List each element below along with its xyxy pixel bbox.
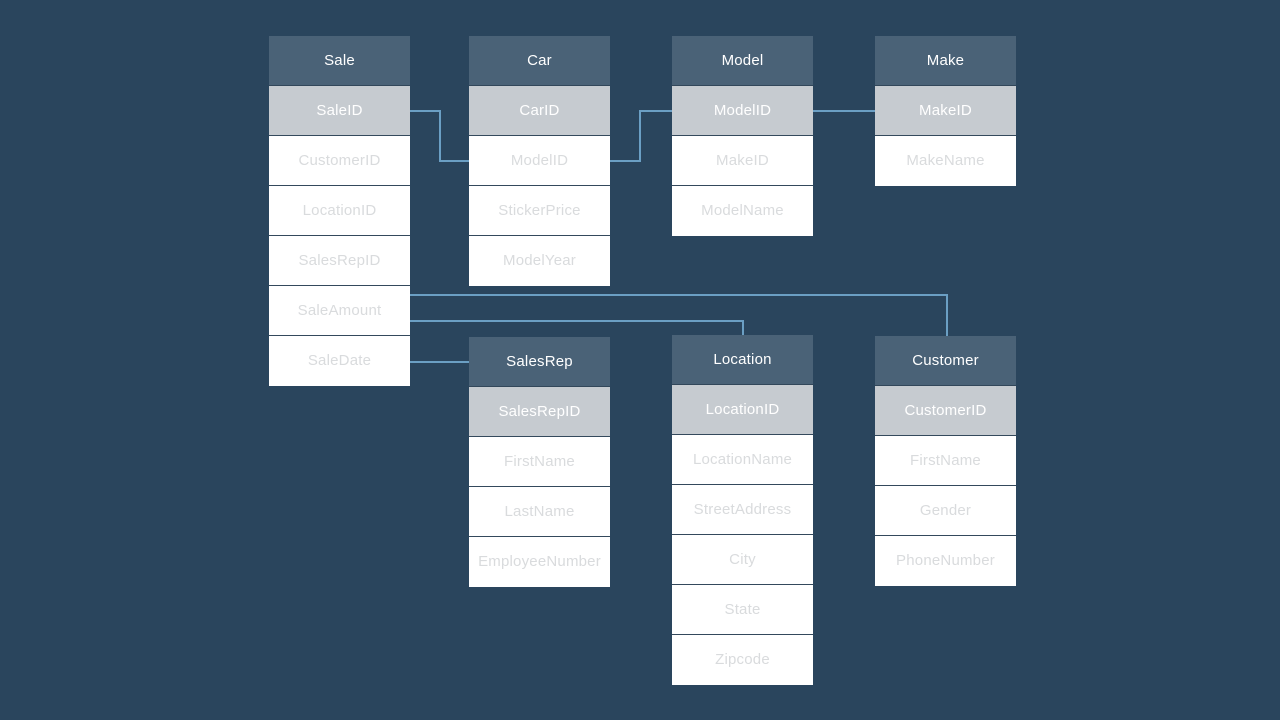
connector-sale-to-customer (410, 294, 948, 337)
entity-title-model: Model (672, 36, 813, 86)
primary-key-row-locationid[interactable]: LocationID (672, 385, 813, 435)
field-row-saledate[interactable]: SaleDate (269, 336, 410, 386)
entity-title-salesrep: SalesRep (469, 337, 610, 387)
field-row-stickerprice[interactable]: StickerPrice (469, 186, 610, 236)
field-row-firstname[interactable]: FirstName (875, 436, 1016, 486)
entity-title-location: Location (672, 335, 813, 385)
field-row-phonenumber[interactable]: PhoneNumber (875, 536, 1016, 586)
field-row-city[interactable]: City (672, 535, 813, 585)
connector-sale-to-car (410, 110, 469, 162)
field-row-makename[interactable]: MakeName (875, 136, 1016, 186)
primary-key-row-makeid[interactable]: MakeID (875, 86, 1016, 136)
field-row-employeenumber[interactable]: EmployeeNumber (469, 537, 610, 587)
field-row-streetaddress[interactable]: StreetAddress (672, 485, 813, 535)
entity-title-customer: Customer (875, 336, 1016, 386)
field-row-salesrepid[interactable]: SalesRepID (269, 236, 410, 286)
field-row-modelname[interactable]: ModelName (672, 186, 813, 236)
field-row-makeid[interactable]: MakeID (672, 136, 813, 186)
field-row-locationname[interactable]: LocationName (672, 435, 813, 485)
field-row-saleamount[interactable]: SaleAmount (269, 286, 410, 336)
entity-title-make: Make (875, 36, 1016, 86)
primary-key-row-carid[interactable]: CarID (469, 86, 610, 136)
entity-title-car: Car (469, 36, 610, 86)
primary-key-row-customerid[interactable]: CustomerID (875, 386, 1016, 436)
field-row-locationid[interactable]: LocationID (269, 186, 410, 236)
field-row-state[interactable]: State (672, 585, 813, 635)
field-row-zipcode[interactable]: Zipcode (672, 635, 813, 685)
field-row-modelid[interactable]: ModelID (469, 136, 610, 186)
connector-sale-to-location (410, 320, 744, 336)
primary-key-row-saleid[interactable]: SaleID (269, 86, 410, 136)
field-row-firstname[interactable]: FirstName (469, 437, 610, 487)
field-row-customerid[interactable]: CustomerID (269, 136, 410, 186)
primary-key-row-salesrepid[interactable]: SalesRepID (469, 387, 610, 437)
field-row-modelyear[interactable]: ModelYear (469, 236, 610, 286)
field-row-gender[interactable]: Gender (875, 486, 1016, 536)
entity-title-sale: Sale (269, 36, 410, 86)
connector-car-to-model (610, 110, 672, 162)
field-row-lastname[interactable]: LastName (469, 487, 610, 537)
primary-key-row-modelid[interactable]: ModelID (672, 86, 813, 136)
